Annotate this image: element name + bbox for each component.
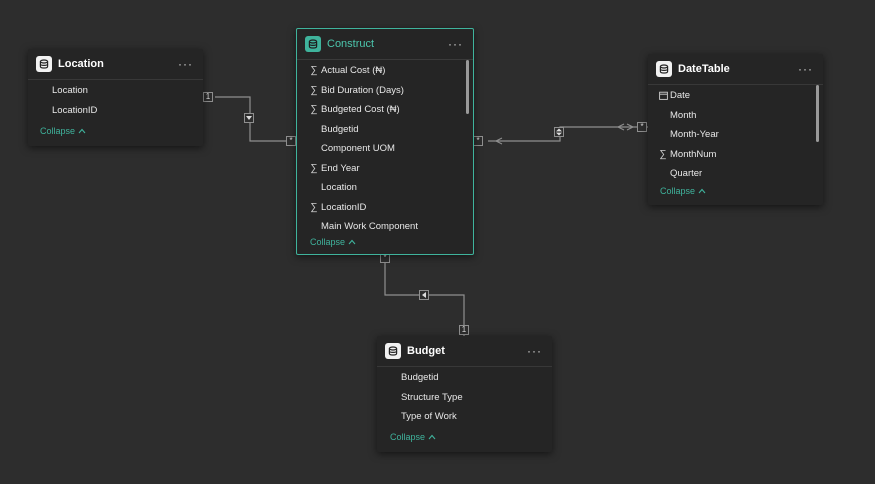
field-row[interactable]: Type of Work <box>377 407 552 427</box>
table-header[interactable]: Location ··· <box>28 49 203 80</box>
collapse-label: Collapse <box>660 186 696 196</box>
cross-filter-single-icon[interactable] <box>244 113 254 123</box>
field-row[interactable]: Component UOM <box>297 139 473 159</box>
chevron-up-icon <box>428 434 436 440</box>
sigma-icon: ∑ <box>310 201 318 213</box>
field-label: LocationID <box>52 104 98 116</box>
chevron-up-icon <box>348 239 356 245</box>
more-options-icon[interactable]: ··· <box>798 62 813 76</box>
table-icon <box>656 61 672 77</box>
field-row[interactable]: ∑ End Year <box>297 159 473 179</box>
cross-filter-single-icon[interactable] <box>419 290 429 300</box>
field-label: Location <box>52 85 88 97</box>
field-label: Main Work Component <box>321 221 418 233</box>
more-options-icon[interactable]: ··· <box>178 57 193 71</box>
table-title: Location <box>58 58 104 70</box>
field-label: End Year <box>321 162 360 174</box>
field-row[interactable]: Month-Year <box>648 125 823 145</box>
field-row[interactable]: Month <box>648 106 823 126</box>
field-label: Location <box>321 182 357 194</box>
table-icon <box>305 36 321 52</box>
table-header[interactable]: DateTable ··· <box>648 54 823 85</box>
table-header[interactable]: Budget ··· <box>377 336 552 367</box>
cross-filter-both-icon[interactable] <box>554 127 564 137</box>
field-label: Budgetid <box>321 123 359 135</box>
field-label: Quarter <box>670 168 703 180</box>
field-label: MonthNum <box>670 148 717 160</box>
field-label: Bid Duration (Days) <box>321 84 404 96</box>
fields-scrollbar[interactable] <box>466 60 469 114</box>
collapse-button[interactable]: Collapse <box>390 432 436 442</box>
cardinality-many-badge: * <box>637 122 647 132</box>
arrow-right-icon <box>626 123 635 131</box>
collapse-label: Collapse <box>390 432 426 442</box>
table-card-datetable[interactable]: DateTable ··· Date Month Month-Year ∑ Mo… <box>648 54 823 205</box>
collapse-button[interactable]: Collapse <box>310 237 356 247</box>
field-row[interactable]: ∑ LocationID <box>297 198 473 218</box>
table-icon <box>36 56 52 72</box>
field-label: LocationID <box>321 201 367 213</box>
sigma-icon: ∑ <box>310 104 318 116</box>
field-row[interactable]: ∑ Budgeted Cost (₦) <box>297 100 473 120</box>
table-header[interactable]: Construct ··· <box>297 29 473 60</box>
field-row[interactable]: ∑ MonthNum <box>648 145 823 165</box>
sigma-icon: ∑ <box>310 162 318 174</box>
arrow-left-icon <box>494 137 503 145</box>
field-row[interactable]: ∑ Bid Duration (Days) <box>297 81 473 101</box>
field-row[interactable]: Main Work Component <box>297 217 473 237</box>
table-card-location[interactable]: Location ··· Location LocationID Collaps… <box>28 49 203 146</box>
collapse-label: Collapse <box>310 237 346 247</box>
field-row[interactable]: Budgetid <box>377 368 552 388</box>
field-label: Month-Year <box>670 129 719 141</box>
field-label: Date <box>670 90 691 102</box>
field-label: Type of Work <box>401 411 457 423</box>
field-row[interactable]: LocationID <box>28 101 203 121</box>
fields-scrollbar[interactable] <box>816 85 819 142</box>
arrow-left-icon <box>616 123 625 131</box>
relationship-construct-datetable <box>488 126 648 142</box>
field-row[interactable]: Location <box>297 178 473 198</box>
table-title: DateTable <box>678 63 730 75</box>
field-row[interactable]: Date <box>648 86 823 106</box>
field-row[interactable]: Budgetid <box>297 120 473 140</box>
field-row[interactable]: Structure Type <box>377 388 552 408</box>
chevron-up-icon <box>78 128 86 134</box>
field-row[interactable]: Quarter <box>648 164 823 184</box>
field-row[interactable]: ∑ Actual Cost (₦) <box>297 61 473 81</box>
table-title: Budget <box>407 345 445 357</box>
sigma-icon: ∑ <box>310 65 318 77</box>
field-label: Month <box>670 109 697 121</box>
sigma-icon: ∑ <box>659 148 667 160</box>
sigma-icon: ∑ <box>310 84 318 96</box>
field-label: Budgetid <box>401 372 439 384</box>
chevron-up-icon <box>698 188 706 194</box>
cardinality-many-badge: * <box>286 136 296 146</box>
table-icon <box>385 343 401 359</box>
table-card-construct[interactable]: Construct ··· ∑ Actual Cost (₦) ∑ Bid Du… <box>296 28 474 255</box>
collapse-label: Collapse <box>40 126 76 136</box>
table-title: Construct <box>327 38 375 50</box>
cardinality-one-badge: 1 <box>459 325 469 335</box>
table-card-budget[interactable]: Budget ··· Budgetid Structure Type Type … <box>377 336 552 452</box>
calendar-icon <box>656 91 670 101</box>
field-row[interactable]: Location <box>28 81 203 101</box>
relationship-location-construct <box>215 96 296 142</box>
field-label: Structure Type <box>401 391 463 403</box>
collapse-button[interactable]: Collapse <box>40 126 86 136</box>
field-label: Component UOM <box>321 143 395 155</box>
field-label: Budgeted Cost (₦) <box>321 104 400 116</box>
field-label: Actual Cost (₦) <box>321 65 386 77</box>
cardinality-many-badge: * <box>473 136 483 146</box>
more-options-icon[interactable]: ··· <box>448 37 463 51</box>
more-options-icon[interactable]: ··· <box>527 344 542 358</box>
cardinality-one-badge: 1 <box>203 92 213 102</box>
collapse-button[interactable]: Collapse <box>660 186 706 196</box>
